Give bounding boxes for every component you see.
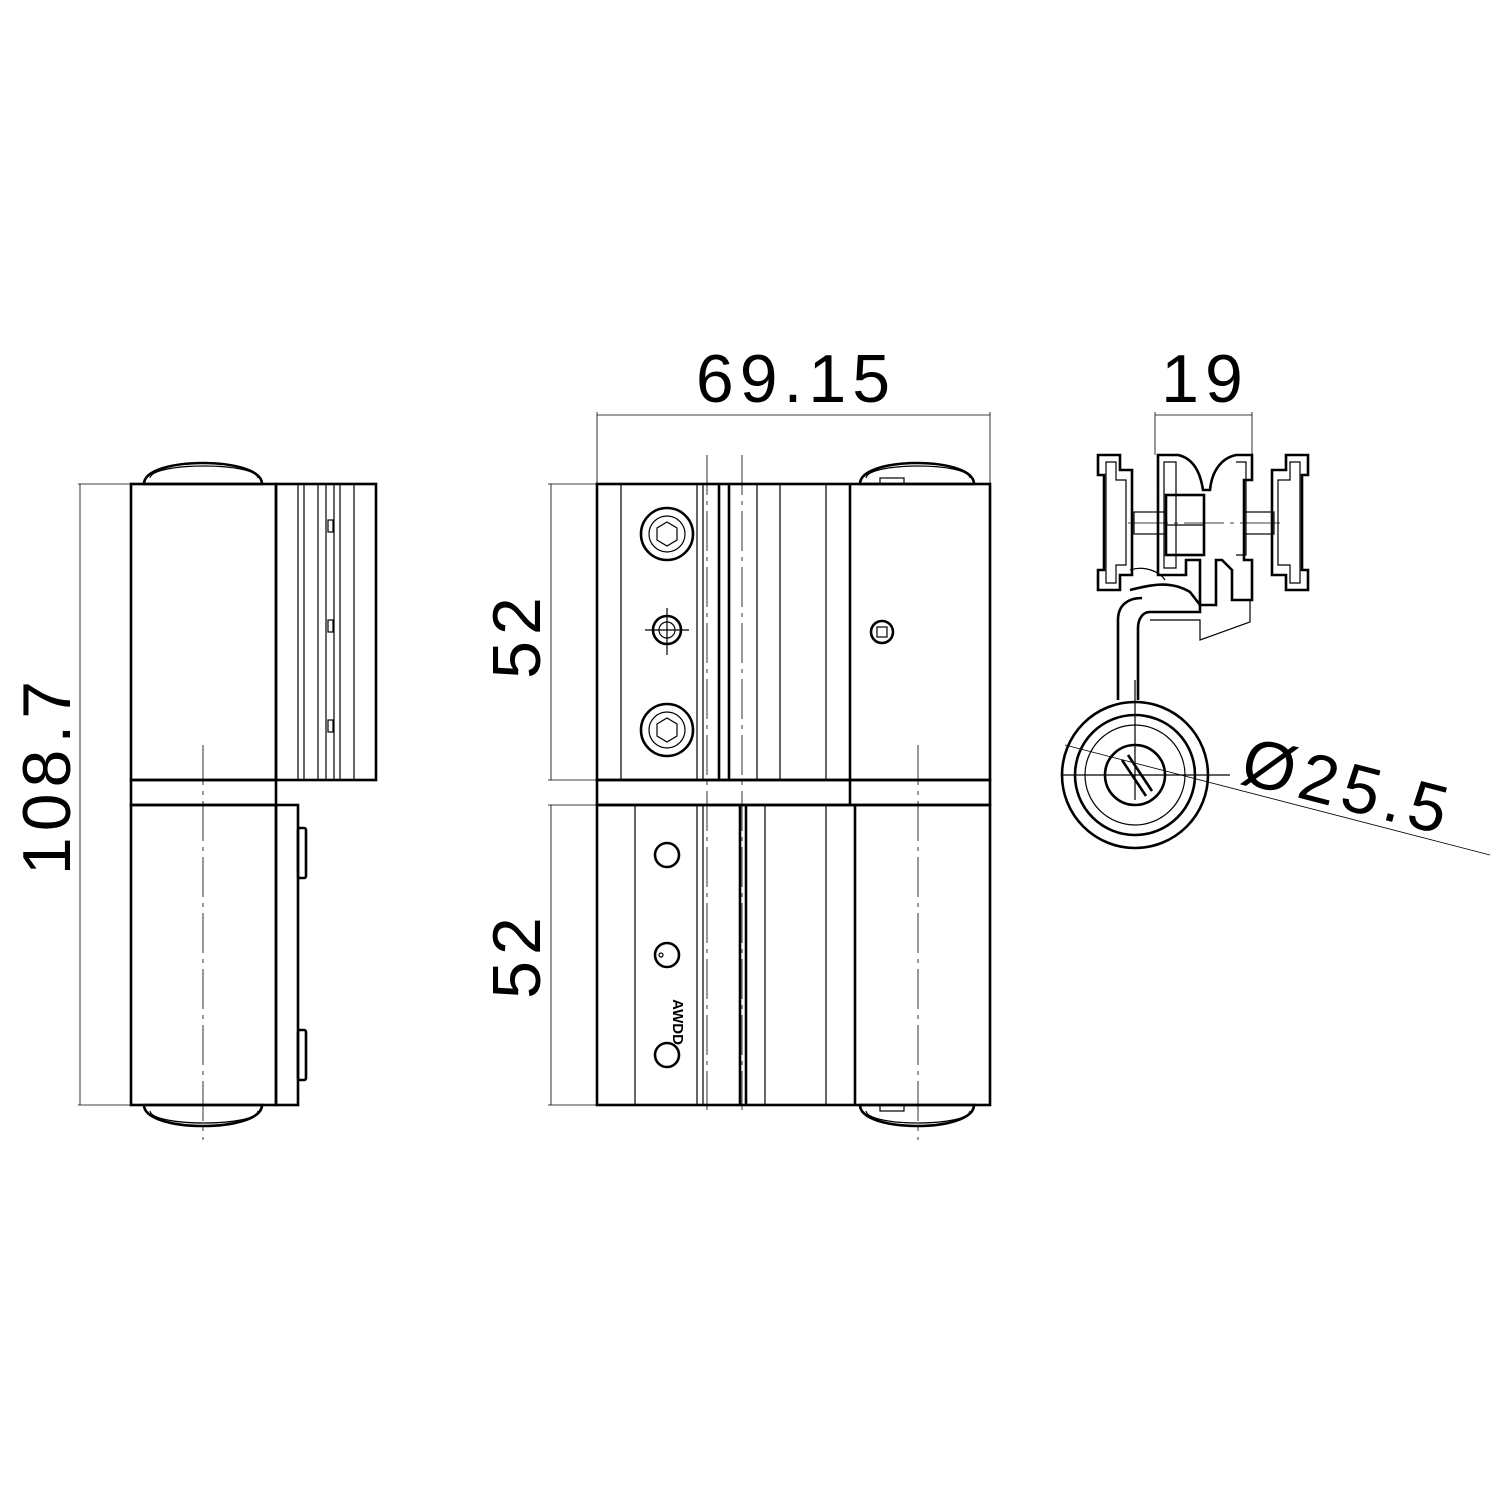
profile-frame-left [1096, 453, 1134, 592]
side-top-cap [142, 461, 264, 486]
front-adjust-screw [645, 608, 689, 655]
profile-barrel [1060, 680, 1230, 850]
upper-leaf-height-label: 52 [479, 591, 555, 679]
profile-center [1156, 453, 1254, 607]
barrel-diameter-label: Ø25.5 [1234, 723, 1461, 850]
front-barrel-pin [869, 619, 895, 645]
front-top-cap [858, 461, 976, 486]
front-bottom-cap [858, 1103, 976, 1128]
front-upper-leaf [595, 482, 992, 782]
side-lower-leaf [274, 803, 300, 1107]
side-bottom-cap [142, 1103, 264, 1128]
side-joint-band [129, 778, 278, 807]
profile-arm [1129, 583, 1202, 700]
front-screw-top [639, 506, 695, 562]
lower-leaf-height-label: 52 [479, 911, 555, 999]
overall-width-label: 69.15 [696, 341, 896, 417]
side-upper-body [129, 482, 278, 782]
front-view [548, 412, 992, 1140]
brand-mark-text: AWDD [669, 999, 686, 1045]
front-joint-band [595, 778, 992, 807]
profile-view [1060, 412, 1491, 856]
front-lower-leaf [595, 803, 992, 1107]
diameter-leader-line [1064, 744, 1491, 856]
front-screw-bottom [639, 702, 695, 758]
side-lower-body [129, 803, 278, 1107]
profile-width-label: 19 [1161, 341, 1249, 417]
side-view [78, 461, 378, 1140]
overall-height-label: 108.7 [9, 675, 85, 875]
profile-frame-right [1270, 453, 1310, 592]
